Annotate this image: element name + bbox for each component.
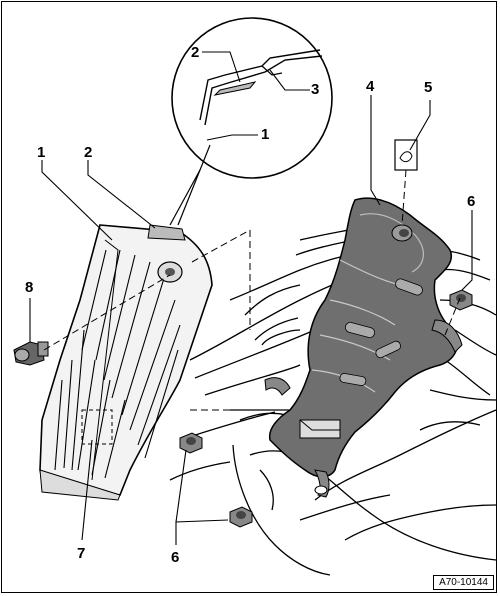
vehicle-body-outline [169, 227, 497, 576]
callout-3-detail: 3 [311, 81, 319, 98]
detail-magnifier [169, 17, 333, 226]
callout-7: 7 [77, 545, 85, 562]
figure-reference-code: A70-10144 [433, 575, 494, 590]
heat-shield-right [264, 197, 463, 498]
callout-2-detail: 2 [191, 44, 199, 61]
callout-6-bottom: 6 [171, 549, 179, 566]
nut-6-bottom [229, 506, 253, 528]
nut-6-right [449, 289, 473, 311]
callout-6-right: 6 [467, 193, 475, 210]
nut-6-mid [179, 432, 203, 454]
leader-lines [29, 51, 473, 545]
callout-5: 5 [424, 79, 432, 96]
screw-8 [13, 341, 49, 366]
callout-4: 4 [366, 78, 375, 95]
callout-8: 8 [25, 279, 33, 296]
callout-1-left: 1 [37, 144, 45, 161]
callout-1-detail: 1 [261, 126, 269, 143]
heat-shield-left [39, 224, 213, 501]
callout-2-left: 2 [84, 144, 92, 161]
callout-labels: 1 2 2 3 1 4 5 6 6 7 8 [25, 44, 475, 566]
assembly-dash-lines [43, 169, 461, 411]
